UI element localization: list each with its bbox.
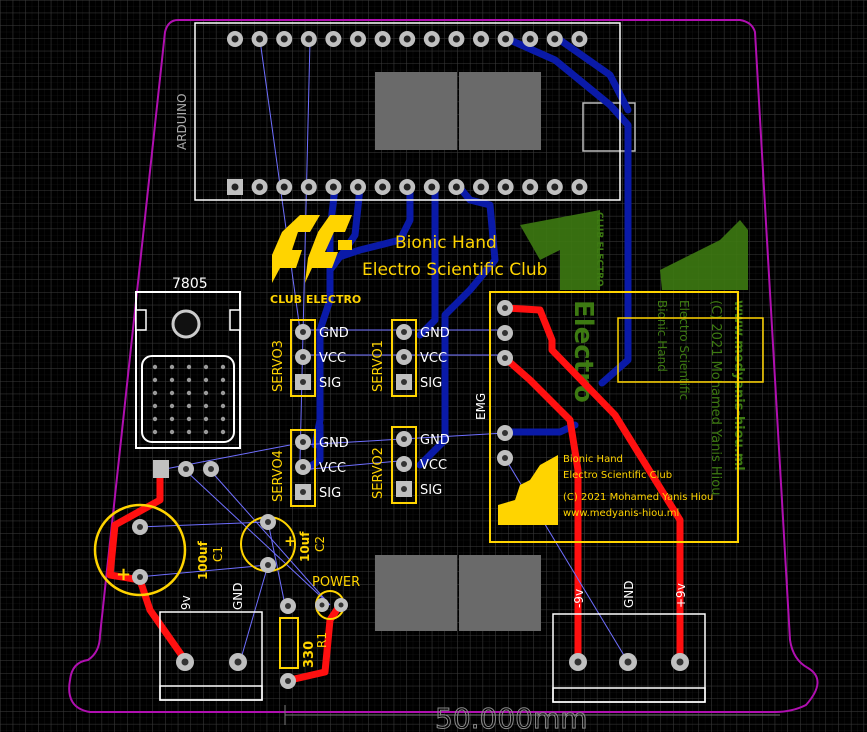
title-line-2: Electro Scientific Club xyxy=(362,260,547,280)
regulator-tab-right xyxy=(229,309,241,331)
arduino-pin-row-top xyxy=(227,31,588,47)
arduino-label: ARDUINO xyxy=(175,93,189,150)
svg-text:+: + xyxy=(284,532,297,550)
r1-ref: R1 xyxy=(315,632,329,648)
servo-pin-label: SIG xyxy=(420,376,442,391)
regulator-outline xyxy=(135,291,241,449)
club-electro-logo: CLUB ELECTRO xyxy=(270,215,361,306)
logo-bar xyxy=(338,240,352,250)
servo-name-label: SERVO1 xyxy=(371,340,386,392)
servo-pin-label: VCC xyxy=(420,351,447,366)
regulator-hole xyxy=(171,309,201,339)
r1-value: 330 xyxy=(302,641,317,668)
servo-pin-label: GND xyxy=(319,326,349,341)
emg-info-line1: Bionic Hand xyxy=(563,454,623,465)
svg-text:+: + xyxy=(116,564,131,585)
power-label: POWER xyxy=(312,575,360,590)
emg-logo xyxy=(498,455,558,525)
servo-pin-label: VCC xyxy=(319,461,346,476)
servo-pin-label: GND xyxy=(319,436,349,451)
servo-header-servo2: GND VCC SIG SERVO2 xyxy=(371,426,450,504)
logo-c-right xyxy=(305,215,352,283)
servo-pin-label: SIG xyxy=(319,376,341,391)
servo-header-servo1: GND VCC SIG SERVO1 xyxy=(371,319,450,397)
bottom-text-big: Electro xyxy=(568,300,598,403)
right-connector: -9v GND +9v xyxy=(552,580,706,703)
regulator-tab-left xyxy=(135,309,147,331)
board-outline xyxy=(68,19,819,713)
emg-pins xyxy=(497,300,513,466)
servo-name-label: SERVO4 xyxy=(271,450,286,502)
emg-info-line4: www.medyanis-hiou.ml xyxy=(563,508,679,519)
regulator-label: 7805 xyxy=(172,276,208,292)
bottom-text-line1: Bionic Hand xyxy=(655,300,669,372)
regulator-7805: 7805 xyxy=(135,276,241,478)
bottom-text-copyright: (C) 2021 Mohamed Yanis Hiou xyxy=(708,300,723,495)
bottom-text-logo: CLUB ELECTRO xyxy=(594,212,604,287)
capacitor-c2: + 10uf C2 xyxy=(240,514,327,573)
servo-pin-label: SIG xyxy=(420,483,442,498)
bottom-text-line2: Electro Scientific xyxy=(677,300,691,400)
regulator-body xyxy=(141,355,235,443)
copper-pour-top-right xyxy=(459,72,541,150)
servo-pin-label: GND xyxy=(420,433,450,448)
c1-value: 100uf xyxy=(196,540,210,580)
left-connector: 9v GND xyxy=(159,582,263,701)
emg-outline xyxy=(489,291,739,543)
c2-value: 10uf xyxy=(298,531,312,562)
arduino-outline xyxy=(194,22,621,201)
logo-text: CLUB ELECTRO xyxy=(270,293,361,306)
emg-info-line2: Electro Scientific Club xyxy=(563,470,672,481)
regulator-pin-1 xyxy=(153,460,169,478)
emg-info-line3: (C) 2021 Mohamed Yanis Hiou xyxy=(563,492,713,503)
arduino-pin-row-bottom xyxy=(227,179,588,195)
servo-header-servo3: GND VCC SIG SERVO3 xyxy=(271,319,349,397)
left-conn-label-gnd: GND xyxy=(231,582,245,610)
regulator-via-grid xyxy=(152,364,226,435)
bottom-logo-shape xyxy=(520,210,600,290)
top-copper-traces xyxy=(106,304,684,684)
c1-ref: C1 xyxy=(211,546,225,562)
right-conn-label-pos9v: +9v xyxy=(674,583,688,608)
power-led: POWER xyxy=(312,575,360,620)
c2-ref: C2 xyxy=(313,536,327,552)
left-conn-label-9v: 9v xyxy=(179,595,193,610)
title-line-1: Bionic Hand xyxy=(395,233,497,253)
copper-pour-bottom-left xyxy=(375,555,457,631)
servo-header-servo4: GND VCC SIG SERVO4 xyxy=(271,429,349,507)
c1-outline xyxy=(93,503,187,597)
right-conn-label-neg9v: -9v xyxy=(572,589,586,608)
servo-name-label: SERVO3 xyxy=(271,340,286,392)
bottom-logo-shape-2 xyxy=(660,220,748,290)
servo-pin-label: SIG xyxy=(319,486,341,501)
copper-pour-bottom-right xyxy=(459,555,541,631)
servo-headers: GNDVCCSIGSERVO3GNDVCCSIGSERVO1GNDVCCSIGS… xyxy=(271,319,450,507)
emg-label: EMG xyxy=(474,393,488,420)
arduino-footprint: ARDUINO xyxy=(175,22,621,201)
right-conn-label-gnd: GND xyxy=(622,580,636,608)
dimension-text: 50.000mm xyxy=(435,702,588,732)
resistor-r1: 330 R1 xyxy=(279,598,329,689)
dimension-marker: 50.000mm xyxy=(284,702,780,732)
logo-c-left xyxy=(272,215,320,283)
emg-module: EMG Bionic Hand Electro Scientific Club … xyxy=(474,291,764,543)
capacitor-c1: + 100uf C1 xyxy=(93,503,225,597)
copper-pour-top-left xyxy=(375,72,457,150)
emg-inner-outline xyxy=(617,317,764,383)
servo-name-label: SERVO2 xyxy=(371,447,386,499)
servo-pin-label: GND xyxy=(420,326,450,341)
servo-pin-label: VCC xyxy=(420,458,447,473)
servo-pin-label: VCC xyxy=(319,351,346,366)
